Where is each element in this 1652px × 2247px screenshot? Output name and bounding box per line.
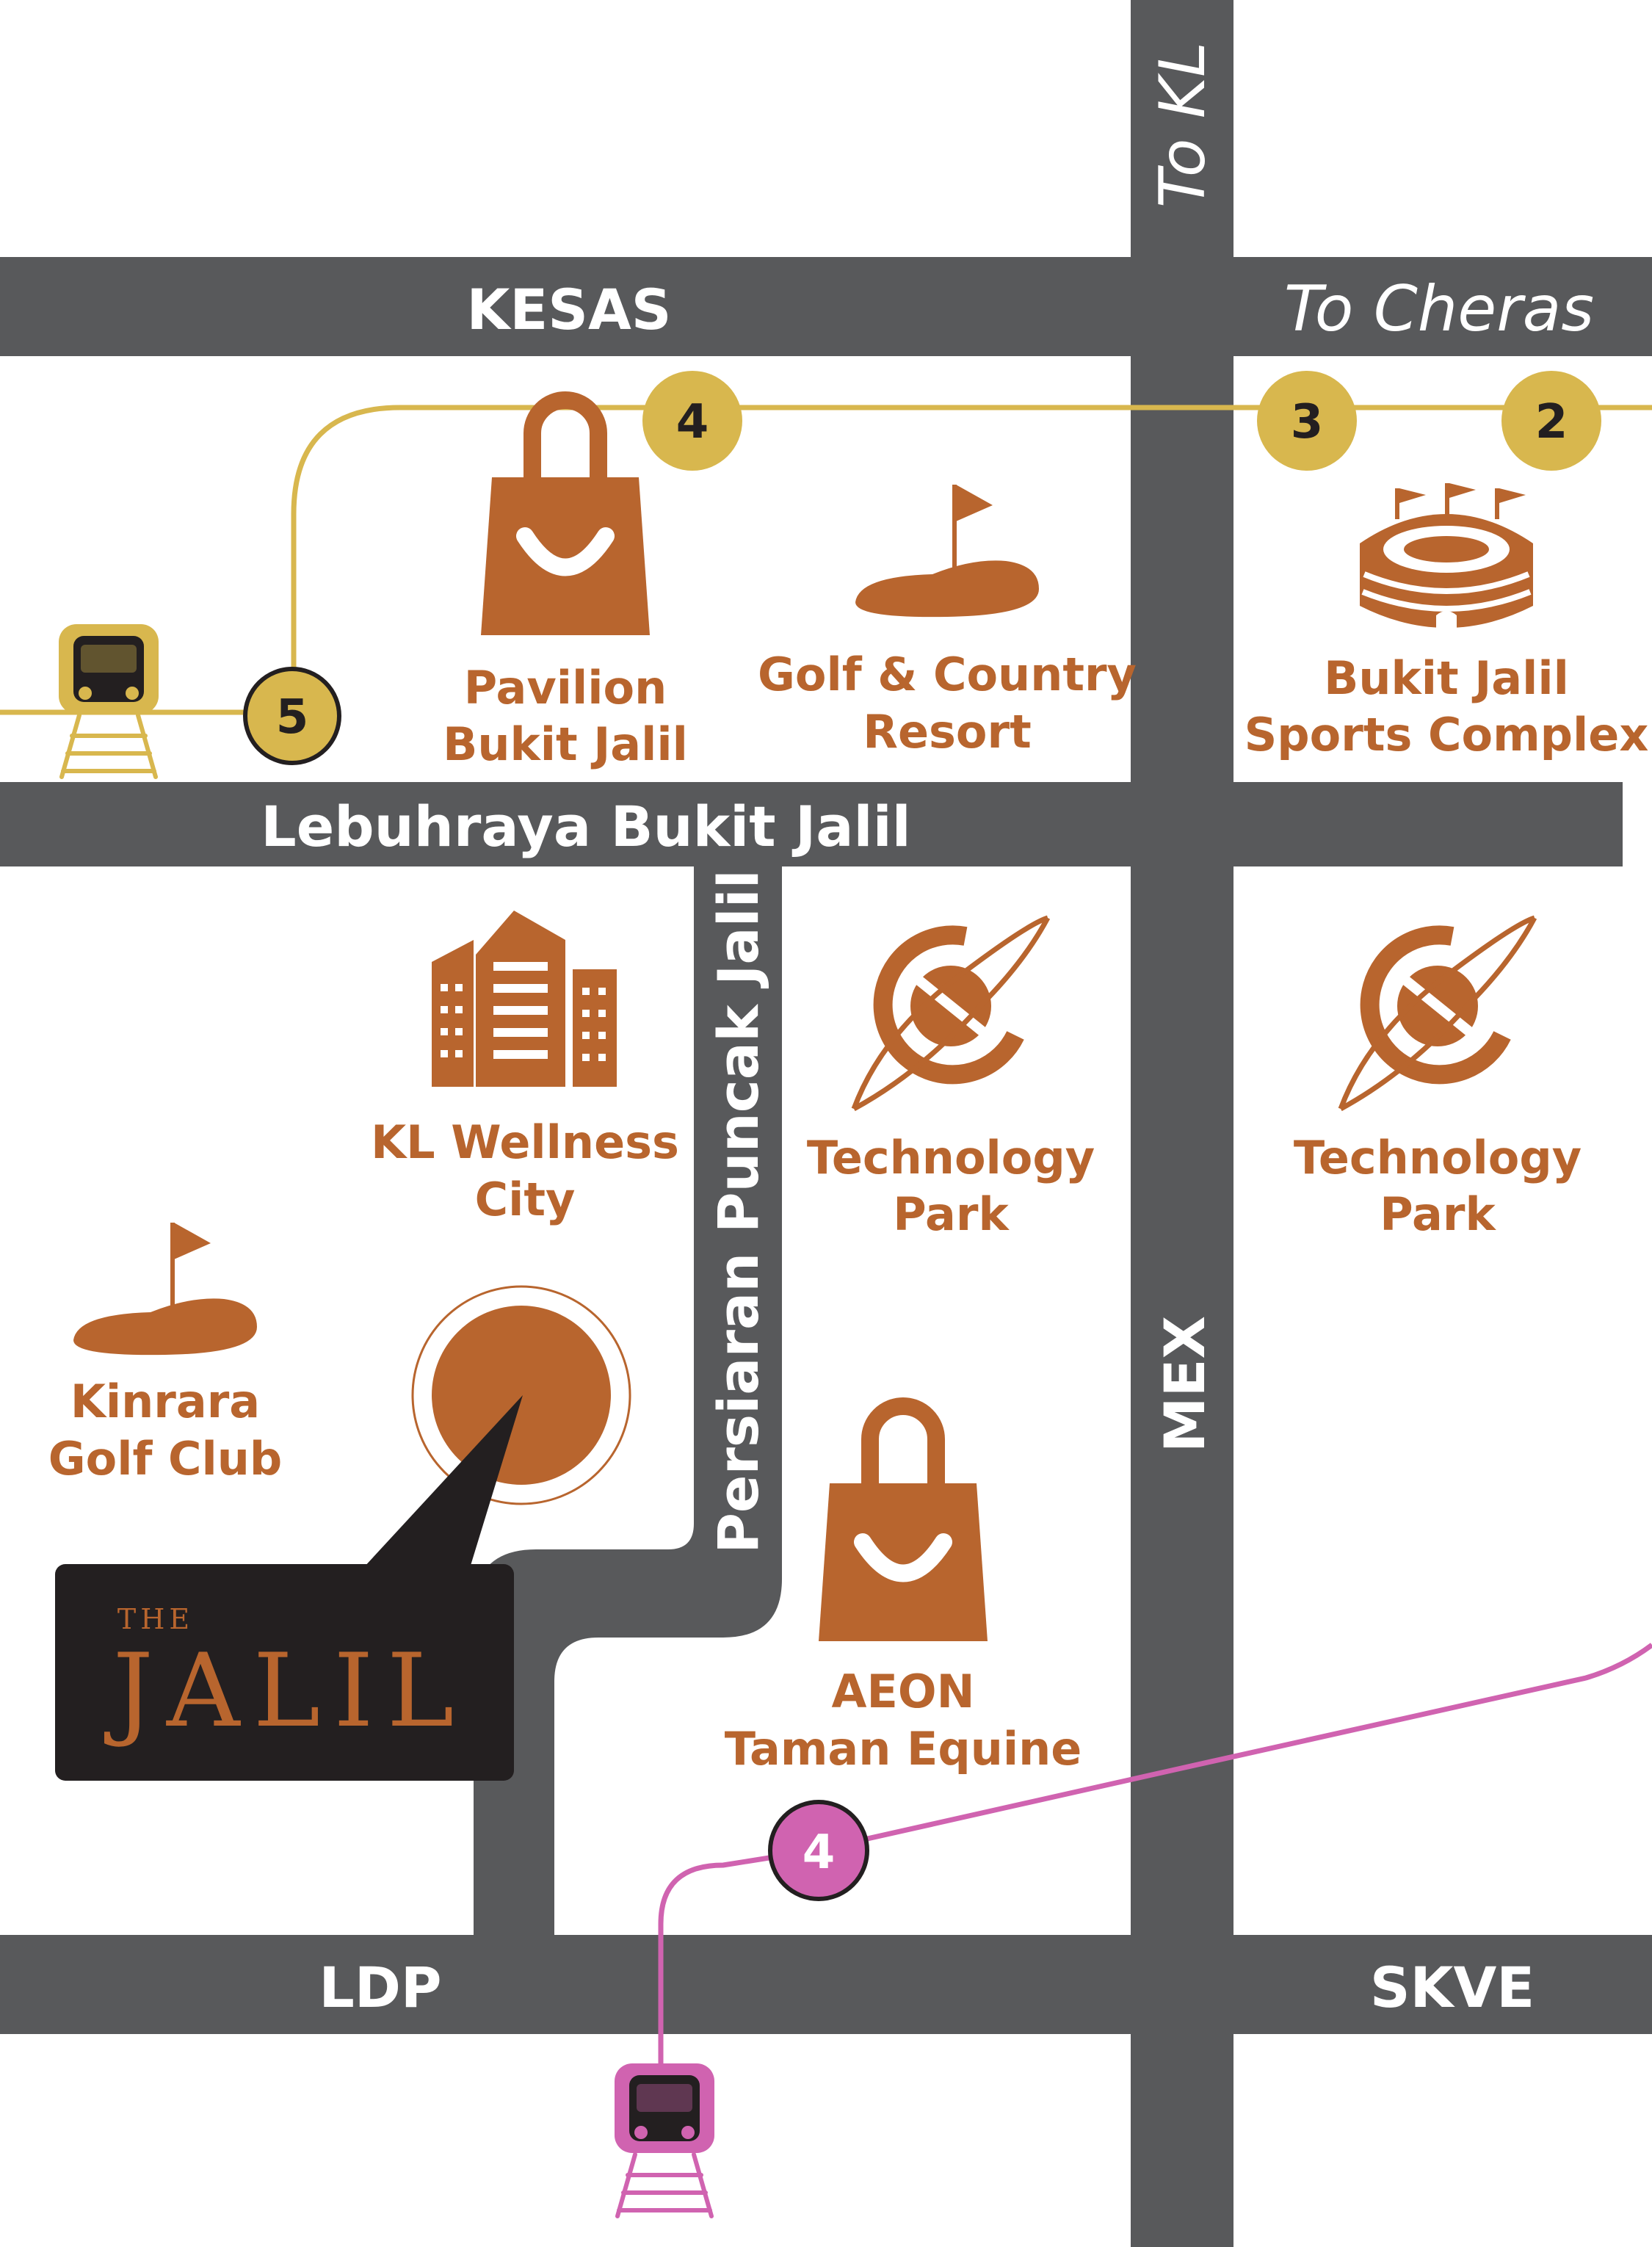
gold-station-5[interactable]: 5 [243,667,341,765]
poi-label-line1: Golf & Country [758,648,1137,701]
poi-kinrara-golf-club[interactable]: Kinrara Golf Club [48,1223,283,1486]
golf-flag-icon [855,485,1039,617]
shopping-bag-icon [481,400,650,635]
mex-label: MEX [1152,1316,1217,1452]
kesas-road [0,257,1652,356]
ldp-label: LDP [319,1955,441,2020]
station-number: 5 [276,690,309,745]
the-jalil-panel [55,1564,514,1781]
gold-station-4[interactable]: 4 [642,371,742,471]
to-cheras-label: To Cheras [1284,272,1594,346]
lebuhraya-bukit-jalil-label: Lebuhraya Bukit Jalil [261,794,910,859]
the-jalil-location-marker[interactable]: THE JALIL [55,1285,631,1781]
location-ring-icon [411,1285,631,1505]
pink-station-4[interactable]: 4 [768,1800,869,1901]
golf-flag-icon [73,1223,257,1355]
poi-technology-park-1[interactable]: Technology Park [807,918,1095,1241]
shopping-bag-icon [819,1406,988,1641]
lebuhraya-bukit-jalil-road [0,782,1623,866]
poi-pavilion-bukit-jalil[interactable]: Pavilion Bukit Jalil [443,400,688,771]
poi-technology-park-2[interactable]: Technology Park [1294,918,1582,1241]
ldp-skve-road [0,1935,1652,2034]
logo-name-text: JALIL [104,1632,468,1750]
poi-label-line1: Technology [1294,1131,1582,1184]
planet-orbit-icon [1341,918,1535,1109]
poi-label-line2: Resort [863,705,1032,759]
station-number: 2 [1535,395,1568,449]
location-dot-icon [432,1306,611,1485]
stadium-icon [1360,483,1533,633]
poi-kl-wellness-city[interactable]: KL Wellness City [371,911,679,1226]
gold-rail-line [0,405,1652,715]
skve-label: SKVE [1370,1955,1535,2020]
poi-label-line1: Kinrara [70,1375,260,1428]
pink-rail-line [658,1643,1652,2100]
mex-road [1131,0,1233,2247]
gold-station-3[interactable]: 3 [1257,371,1357,471]
kesas-label: KESAS [466,277,671,342]
poi-label-line1: Bukit Jalil [1324,651,1569,705]
poi-label-line1: Technology [807,1131,1095,1184]
pink-train-icon [615,2063,714,2218]
poi-label-line2: Park [1380,1187,1496,1241]
poi-label-line2: Bukit Jalil [443,717,688,771]
poi-aeon-taman-equine[interactable]: AEON Taman Equine [725,1406,1082,1776]
poi-label-line2: Golf Club [48,1432,283,1486]
poi-label-line2: Park [893,1187,1010,1241]
poi-golf-country-resort[interactable]: Golf & Country Resort [758,485,1137,759]
station-number: 4 [803,1826,836,1880]
poi-label-line2: Sports Complex [1245,708,1649,761]
logo-small-text: THE [117,1603,194,1635]
poi-label-line1: AEON [832,1665,975,1718]
planet-orbit-icon [854,918,1048,1109]
poi-label-line2: City [475,1173,576,1226]
persiaran-puncak-jalil-road [474,866,782,1935]
poi-label-line1: KL Wellness [371,1115,679,1169]
poi-label-line1: Pavilion [464,661,667,714]
gold-station-2[interactable]: 2 [1501,371,1601,471]
station-number: 4 [676,395,709,449]
persiaran-puncak-jalil-label: Persiaran Puncak Jalil [706,869,771,1554]
poi-bukit-jalil-sports-complex[interactable]: Bukit Jalil Sports Complex [1245,483,1649,761]
poi-label-line2: Taman Equine [725,1722,1082,1776]
gold-train-icon [59,624,159,779]
city-buildings-icon [432,911,617,1087]
callout-pointer [363,1395,523,1568]
station-number: 3 [1291,395,1324,449]
to-kl-label: To KL [1146,42,1220,208]
